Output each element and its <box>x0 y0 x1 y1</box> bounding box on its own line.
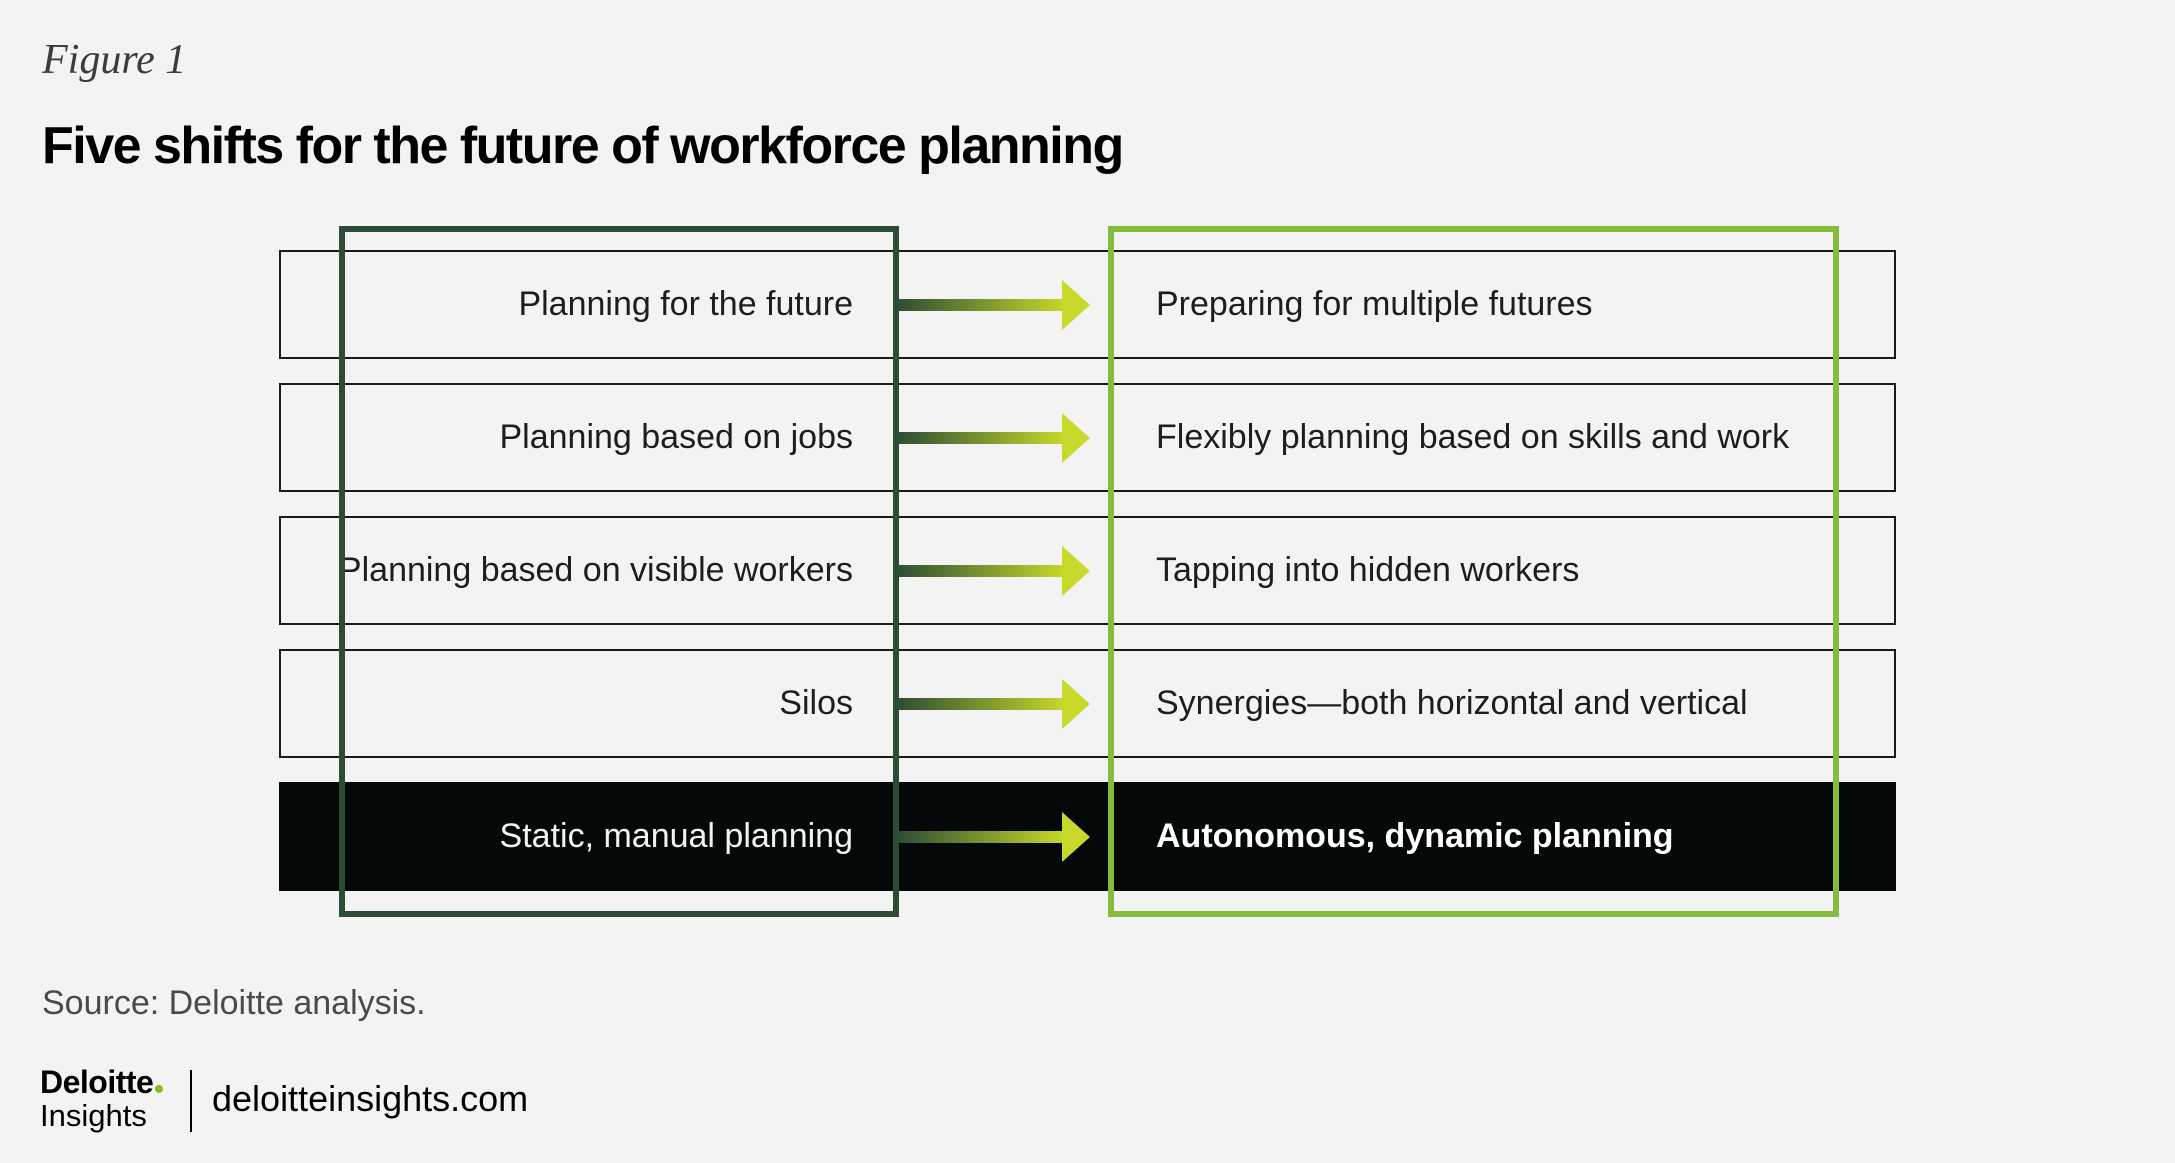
shift-row-1: Planning for the future Preparing for mu… <box>279 250 1896 359</box>
shift-row-3: Planning based on visible workers Tappin… <box>279 516 1896 625</box>
logo-brand: Deloitte <box>40 1064 154 1100</box>
logo-dot-icon <box>155 1085 164 1093</box>
shift-arrow-icon <box>896 679 1090 729</box>
shift-to: Flexibly planning based on skills and wo… <box>1156 418 1790 456</box>
shift-from: Silos <box>779 684 853 722</box>
shift-to: Preparing for multiple futures <box>1156 285 1593 323</box>
shift-arrow-icon <box>896 812 1090 862</box>
source-note: Source: Deloitte analysis. <box>42 984 426 1022</box>
shift-arrow-icon <box>896 413 1090 463</box>
footer-url: deloitteinsights.com <box>212 1078 529 1119</box>
shift-to: Autonomous, dynamic planning <box>1156 817 1674 855</box>
shift-to: Tapping into hidden workers <box>1156 551 1580 589</box>
shift-from: Planning based on jobs <box>499 418 854 456</box>
deloitte-insights-logo: Deloitte Insights <box>40 1064 164 1133</box>
figure-title: Five shifts for the future of workforce … <box>42 117 1124 175</box>
shift-to: Synergies—both horizontal and vertical <box>1156 684 1748 722</box>
footer-divider <box>190 1070 192 1132</box>
shift-arrow-icon <box>896 280 1090 330</box>
shift-from: Static, manual planning <box>499 817 853 855</box>
shift-from: Planning for the future <box>518 285 853 323</box>
shift-from: Planning based on visible workers <box>338 551 853 589</box>
logo-sub: Insights <box>40 1098 147 1133</box>
shift-arrow-icon <box>896 546 1090 596</box>
figure-label: Figure 1 <box>42 37 187 83</box>
